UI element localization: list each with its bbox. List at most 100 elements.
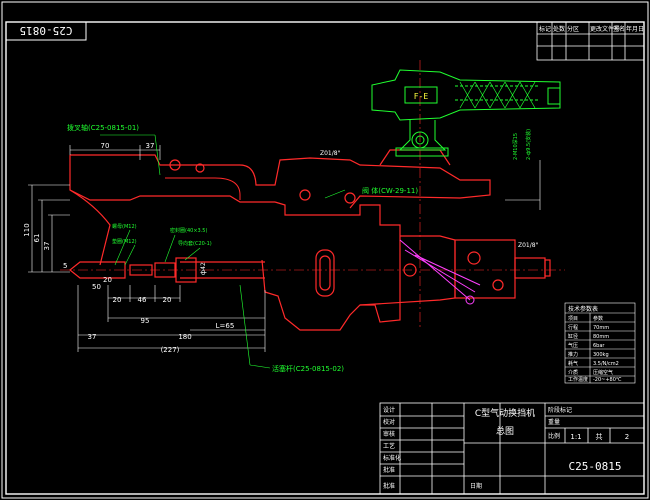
tech-r4-1: 3.5/N/cm2 <box>593 361 619 367</box>
tb-row-2: 审核 <box>383 430 395 438</box>
dim-20b: 20 <box>163 296 172 304</box>
callout-valve-part: 阀 体(CW-29-11) <box>362 186 418 195</box>
tech-r1-0: 缸径 <box>568 333 578 340</box>
rev-col-5: 年月日 <box>626 25 644 33</box>
callout-seal: 密封圈(40×3.5) <box>170 227 207 234</box>
tech-table-cells: 项目 参数 行程 70mm 缸径 80mm 气压 6bar 推力 300kg 耗… <box>568 315 622 383</box>
tech-r0-0: 行程 <box>568 324 578 331</box>
hole-6 <box>492 279 504 291</box>
tech-r5-1: 压缩空气 <box>593 369 613 376</box>
tb-row-1: 校对 <box>383 418 395 426</box>
dim-5: 5 <box>63 262 67 270</box>
tech-r6-0: 工作温度 <box>568 376 588 383</box>
rod-end-lower <box>69 261 126 279</box>
rev-col-1: 处数 <box>553 25 565 33</box>
dim-110: 110 <box>23 223 31 236</box>
tech-r2-1: 6bar <box>593 343 605 349</box>
tech-r6-1: -20~+80℃ <box>593 377 622 383</box>
tb-name-1: C型气动换挡机 <box>475 407 535 419</box>
fork-body <box>70 154 491 209</box>
top-left-code-box <box>5 21 87 41</box>
leader-lines <box>100 134 346 369</box>
dim-L: L=65 <box>216 322 235 330</box>
dim-46: 46 <box>138 296 147 304</box>
tb-row-0: 设计 <box>383 406 395 414</box>
tech-h0: 项目 <box>568 316 578 322</box>
valve-block <box>261 201 401 331</box>
tech-r1-1: 80mm <box>593 334 609 340</box>
roughness-2: Z01/8" <box>518 242 539 249</box>
hole-3 <box>299 189 311 201</box>
title-block-grid <box>379 402 645 495</box>
tb-code: C25-0815 <box>569 460 622 473</box>
tb-scale: 1:1 <box>570 433 581 441</box>
tb-sheet-count: 2 <box>625 433 629 441</box>
roughness-1: Z01/8" <box>320 150 341 157</box>
misc-texts: Z01/8" Z01/8" ф42 <box>200 150 539 275</box>
valve-window-inner <box>319 255 331 291</box>
hole-2 <box>195 163 205 173</box>
dim-227: (227) <box>161 346 180 354</box>
dim-95: 95 <box>141 317 150 325</box>
linkage <box>399 239 481 305</box>
tb-approve: 批准 <box>383 482 395 490</box>
dim-61: 61 <box>33 234 41 243</box>
hole-1 <box>169 159 181 171</box>
handle-label: F-E <box>414 92 429 101</box>
rev-col-2: 分区 <box>567 25 579 33</box>
tech-r0-1: 70mm <box>593 325 609 331</box>
right-cap <box>514 257 546 279</box>
callout-sleeve: 导向套(C20-1) <box>178 240 212 247</box>
tech-h1: 参数 <box>593 315 603 322</box>
tb-date: 日期 <box>470 482 482 490</box>
tech-r5-0: 介质 <box>568 369 578 376</box>
fork-arm-left <box>69 189 111 266</box>
tech-table-title: 技术参数表 <box>568 305 598 313</box>
callout-2phi: 2-ф9.5(安装) <box>525 129 532 160</box>
hole-4 <box>344 192 356 204</box>
right-cap-end <box>544 259 551 277</box>
dim-37c: 37 <box>88 333 97 341</box>
right-valve <box>454 239 516 299</box>
revision-labels: 标记 处数 分区 更改文件号 签名 年月日 <box>539 25 644 33</box>
tb-stage-1: 重量 <box>548 418 560 426</box>
rev-col-3: 更改文件号 <box>590 25 620 33</box>
tech-table-grid <box>564 302 636 384</box>
inner-frame <box>5 21 645 495</box>
main-assembly <box>69 149 551 331</box>
dim-20c: 20 <box>103 276 112 284</box>
tb-stage-0: 阶段标记 <box>548 406 572 414</box>
dim-20a: 20 <box>113 296 122 304</box>
tb-name-2: 总图 <box>496 425 514 437</box>
title-block-labels: 设计 校对 审核 工艺 标准化 批准 批准 日期 阶段标记 重量 比例 <box>383 406 572 490</box>
tech-r3-1: 300kg <box>593 352 609 358</box>
tb-sheet-label: 共 <box>596 432 603 441</box>
callout-rod-part: 拨叉轴(C25-0815-01) <box>67 123 139 132</box>
callout-2m10: 2-M10深15 <box>512 133 519 160</box>
upper-tube <box>165 177 241 200</box>
callout-piston-rod: 活塞杆(C25-0815-02) <box>272 364 344 373</box>
callout-nut: 螺母(M12) <box>112 223 137 230</box>
phi-42: ф42 <box>200 262 207 275</box>
tb-row-4: 标准化 <box>383 454 401 462</box>
tech-r4-0: 耗气 <box>568 360 578 367</box>
valve-window <box>315 249 335 297</box>
rev-col-4: 签名 <box>613 25 625 33</box>
dimension-lines <box>28 145 541 352</box>
tech-r3-0: 推力 <box>568 351 578 358</box>
shift-handle <box>371 69 561 157</box>
dim-50: 50 <box>92 283 101 291</box>
lower-body <box>359 235 456 306</box>
dim-37a: 37 <box>146 142 155 150</box>
tech-r2-0: 气压 <box>568 342 578 349</box>
dim-70: 70 <box>101 142 110 150</box>
hole-5 <box>467 251 481 265</box>
top-left-code: C25-0815 <box>20 24 73 37</box>
bracket <box>379 149 451 166</box>
dim-37b: 37 <box>43 242 51 251</box>
dimension-texts: 70 37 110 61 37 5 50 20 46 20 95 L=65 18… <box>23 142 234 354</box>
revision-table <box>536 21 645 61</box>
tb-row-3: 工艺 <box>383 442 395 450</box>
